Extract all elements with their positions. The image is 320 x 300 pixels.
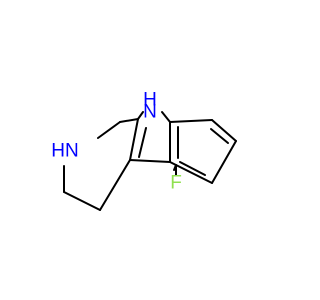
molecule-canvas: H N HN F: [51, 90, 237, 211]
bond-c6-c5-inner: [179, 161, 206, 176]
bond-n9-c8a: [161, 111, 171, 123]
bond-c9a-c4a: [129, 118, 139, 161]
bond-c6-c5: [175, 164, 213, 184]
bond-c5-c4b: [169, 161, 177, 166]
nh-indole-n-label: N: [143, 102, 157, 123]
bond-c4-c4a: [99, 159, 131, 211]
bond-c4a-c4b: [129, 159, 171, 163]
bond-c8a-c8: [169, 119, 213, 123]
atom-labels: H N HN F: [51, 90, 182, 194]
bond-c1-n2: [97, 121, 121, 139]
nh-ring-label: HN: [51, 141, 78, 162]
structure-drawing: H N HN F: [51, 90, 237, 211]
bond-c8-c7-inner: [210, 128, 229, 144]
bond-c5-f-stem: [173, 164, 177, 171]
fluorine-label: F: [170, 173, 182, 194]
bond-c8-c7: [211, 119, 237, 142]
bond-c7-c6: [211, 140, 237, 184]
bond-c9a-n9: [137, 111, 144, 120]
bond-c1-c9a: [119, 118, 139, 123]
bonds: [63, 111, 237, 211]
nh-indole-h-label: H: [143, 90, 157, 111]
bond-c3-c4: [63, 191, 101, 211]
bond-c9a-c4a-inner: [138, 127, 147, 158]
